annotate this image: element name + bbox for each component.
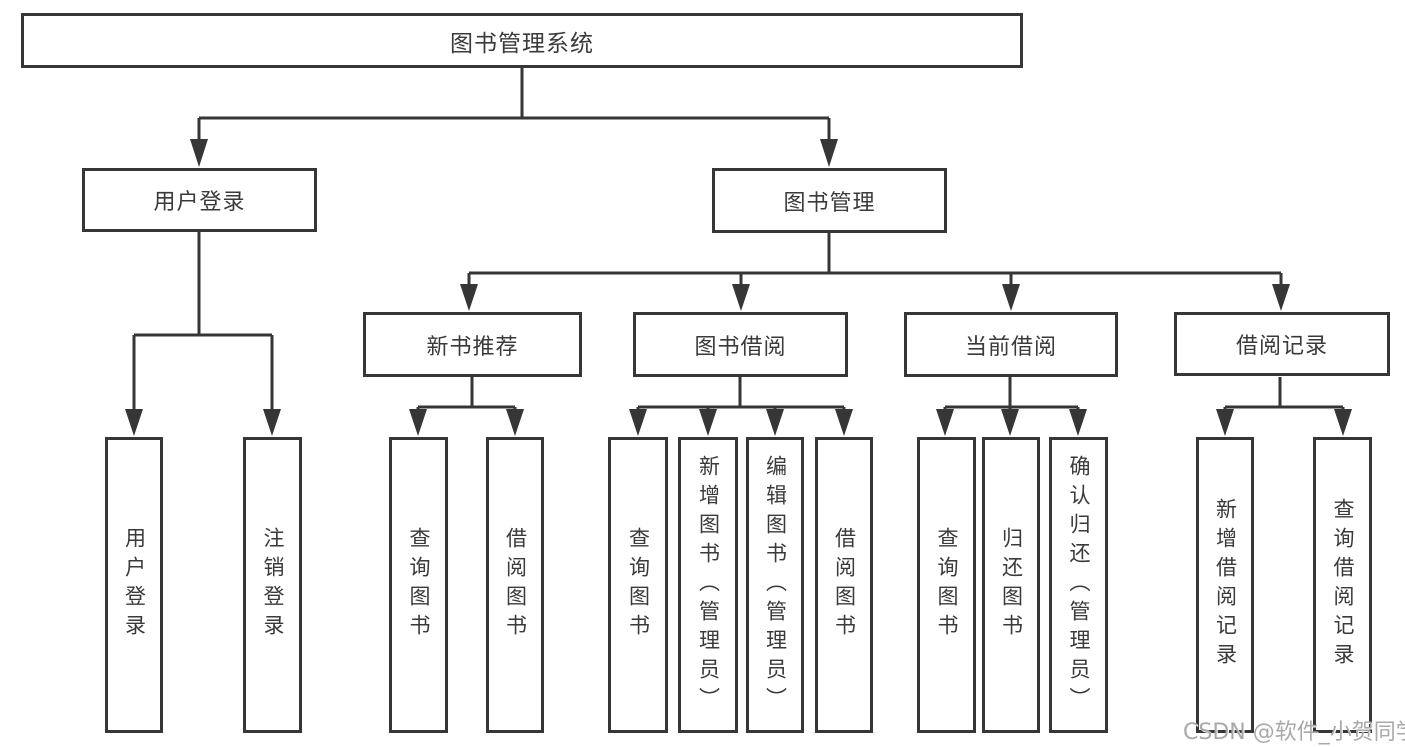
node-book-management-label: 图书管理 bbox=[783, 190, 876, 216]
leaf-confirm-return-admin-label: 确认归还（管理员） bbox=[1067, 454, 1091, 716]
node-user-login: 用户登录 bbox=[82, 168, 317, 232]
node-user-login-label: 用户登录 bbox=[153, 190, 246, 215]
leaf-edit-books-admin: 编辑图书（管理员） bbox=[746, 437, 804, 733]
node-book-borrow: 图书借阅 bbox=[633, 312, 848, 377]
node-root-label: 图书管理系统 bbox=[450, 30, 594, 57]
leaf-borrow-books: 借阅图书 bbox=[815, 437, 873, 733]
leaf-user-login-label: 用户登录 bbox=[122, 527, 147, 643]
node-book-management: 图书管理 bbox=[712, 168, 947, 233]
leaf-query-borrow-record: 查询借阅记录 bbox=[1313, 437, 1372, 733]
leaf-add-borrow-record: 新增借阅记录 bbox=[1196, 437, 1254, 733]
node-borrow-records-label: 借阅记录 bbox=[1235, 334, 1328, 359]
leaf-edit-books-admin-label: 编辑图书（管理员） bbox=[763, 454, 788, 716]
leaf-query-books-current-label: 查询图书 bbox=[935, 527, 959, 643]
leaf-query-books-recommend-label: 查询图书 bbox=[407, 527, 431, 643]
leaf-add-books-admin: 新增图书（管理员） bbox=[678, 437, 738, 733]
node-current-borrow: 当前借阅 bbox=[904, 312, 1118, 377]
node-new-book-recommend: 新书推荐 bbox=[363, 312, 582, 377]
node-book-borrow-label: 图书借阅 bbox=[694, 334, 787, 360]
leaf-query-books-borrow-label: 查询图书 bbox=[626, 527, 651, 643]
leaf-return-books-label: 归还图书 bbox=[999, 527, 1024, 643]
node-current-borrow-label: 当前借阅 bbox=[964, 334, 1057, 360]
node-borrow-records: 借阅记录 bbox=[1174, 312, 1390, 376]
leaf-logout-label: 注销登录 bbox=[261, 527, 285, 643]
leaf-borrow-books-label: 借阅图书 bbox=[832, 527, 857, 643]
leaf-confirm-return-admin: 确认归还（管理员） bbox=[1049, 437, 1108, 733]
leaf-query-borrow-record-label: 查询借阅记录 bbox=[1331, 498, 1355, 672]
leaf-user-login: 用户登录 bbox=[105, 437, 163, 733]
leaf-borrow-books-recommend: 借阅图书 bbox=[486, 437, 544, 733]
leaf-query-books-current: 查询图书 bbox=[917, 437, 976, 733]
csdn-watermark: CSDN @软件_小贺同学 bbox=[1183, 720, 1405, 745]
connector-paths bbox=[132, 68, 1345, 412]
arrowheads bbox=[125, 139, 1352, 436]
leaf-logout: 注销登录 bbox=[243, 437, 302, 733]
leaf-return-books: 归还图书 bbox=[982, 437, 1040, 733]
leaf-add-borrow-record-label: 新增借阅记录 bbox=[1213, 498, 1238, 672]
leaf-borrow-books-recommend-label: 借阅图书 bbox=[503, 527, 528, 643]
leaf-query-books-borrow: 查询图书 bbox=[608, 437, 668, 733]
node-new-book-recommend-label: 新书推荐 bbox=[426, 334, 519, 360]
node-root-system: 图书管理系统 bbox=[21, 13, 1023, 68]
leaf-query-books-recommend: 查询图书 bbox=[389, 437, 448, 733]
leaf-add-books-admin-label: 新增图书（管理员） bbox=[696, 454, 721, 716]
